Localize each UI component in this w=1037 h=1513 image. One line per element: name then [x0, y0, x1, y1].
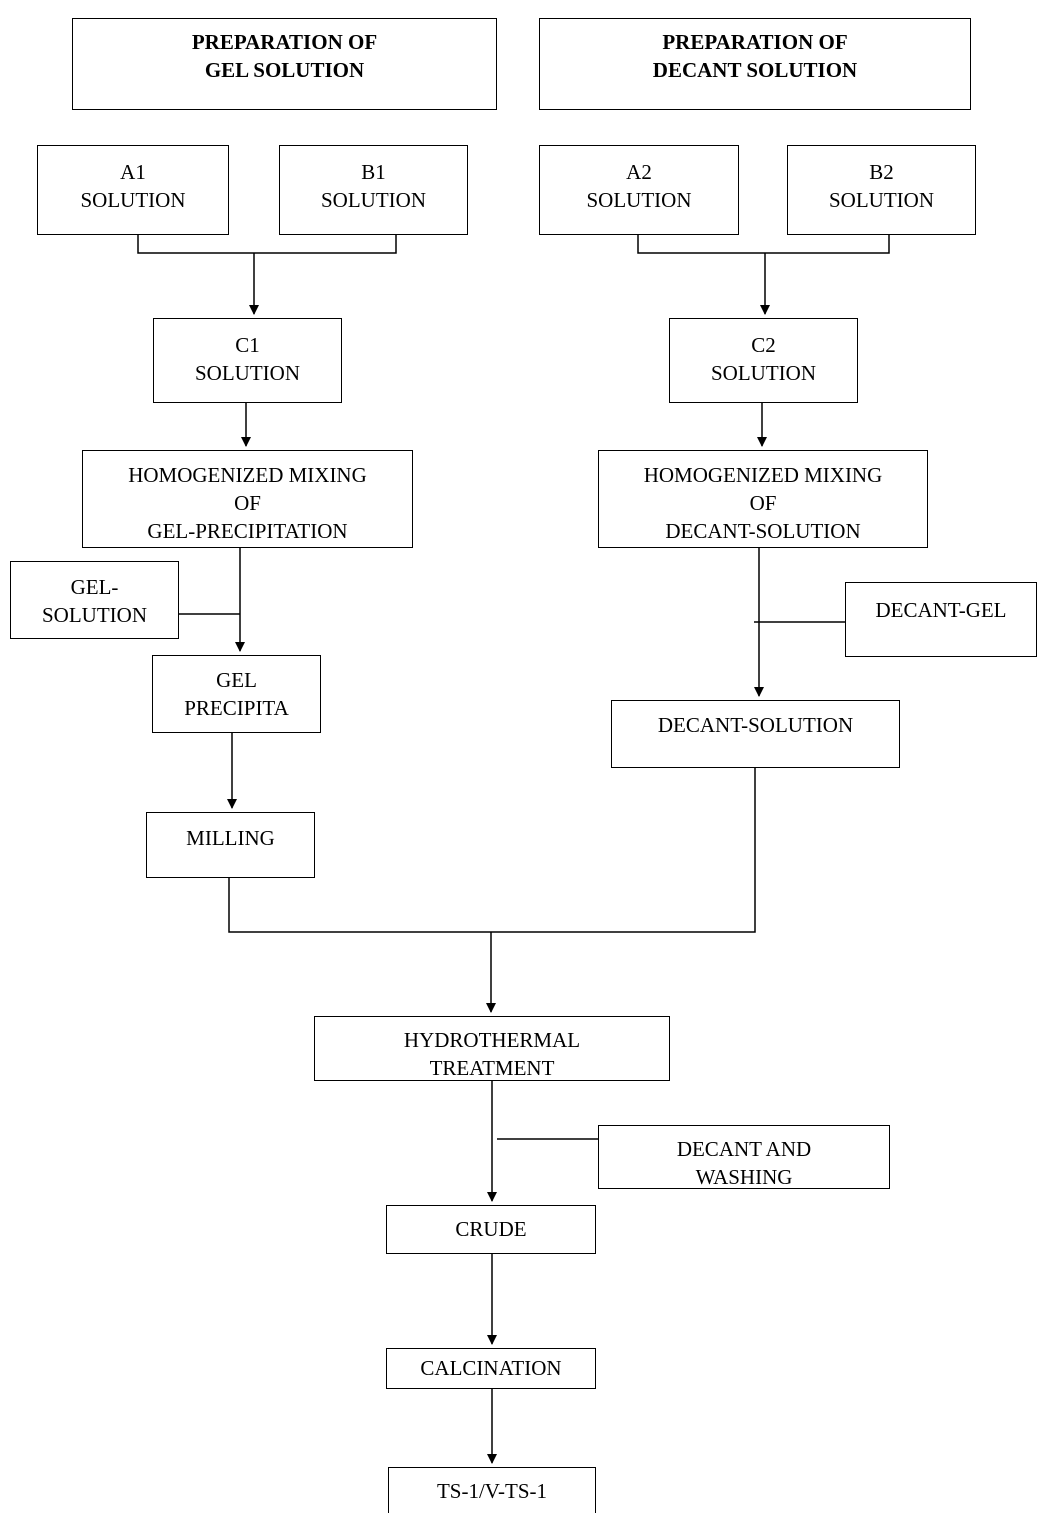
box-line: TREATMENT: [429, 1056, 555, 1080]
box-line: SOLUTION: [321, 188, 426, 212]
box-line: DECANT-GEL: [875, 598, 1007, 622]
box-line: DECANT-SOLUTION: [657, 713, 854, 737]
box-line: A1: [120, 160, 146, 184]
box-line: PREPARATION OF: [191, 30, 378, 54]
a2-solution-box: A2 SOLUTION: [539, 145, 739, 235]
box-line: SOLUTION: [195, 361, 300, 385]
box-line: CALCINATION: [420, 1356, 562, 1380]
box-line: GEL: [216, 668, 257, 692]
connector-merge: [228, 768, 756, 933]
milling-box: MILLING: [146, 812, 315, 878]
box-line: A2: [626, 160, 652, 184]
box-line: DECANT-SOLUTION: [665, 519, 861, 543]
box-line: MILLING: [186, 826, 275, 850]
box-line: PRECIPITA: [184, 696, 289, 720]
box-line: PREPARATION OF: [662, 30, 848, 54]
connector-a1-b1: [137, 235, 397, 254]
box-line: HOMOGENIZED MIXING: [128, 463, 367, 487]
crude-box: CRUDE: [386, 1205, 596, 1254]
decant-and-washing-box: DECANT AND WASHING: [598, 1125, 890, 1189]
preparation-gel-solution-box: PREPARATION OF GEL SOLUTION: [72, 18, 497, 110]
box-line: HYDROTHERMAL: [403, 1028, 581, 1052]
c1-solution-box: C1 SOLUTION: [153, 318, 342, 403]
hydrothermal-treatment-box: HYDROTHERMAL TREATMENT: [314, 1016, 670, 1081]
box-line: OF: [749, 491, 777, 515]
box-line: OF: [234, 491, 261, 515]
gel-solution-box: GEL- SOLUTION: [10, 561, 179, 639]
box-line: DECANT AND: [676, 1137, 812, 1161]
calcination-box: CALCINATION: [386, 1348, 596, 1389]
box-line: GEL-PRECIPITATION: [147, 519, 348, 543]
homogenized-mixing-gel-box: HOMOGENIZED MIXING OF GEL-PRECIPITATION: [82, 450, 413, 548]
decant-solution-box: DECANT-SOLUTION: [611, 700, 900, 768]
c2-solution-box: C2 SOLUTION: [669, 318, 858, 403]
decant-gel-box: DECANT-GEL: [845, 582, 1037, 657]
box-line: SOLUTION: [829, 188, 934, 212]
connector-a2-b2: [637, 235, 890, 254]
box-line: SOLUTION: [586, 188, 692, 212]
box-line: GEL-: [70, 575, 119, 599]
box-line: C1: [235, 333, 260, 357]
box-line: GEL SOLUTION: [204, 58, 365, 82]
product-box: TS-1/V-TS-1: [388, 1467, 596, 1513]
box-line: HOMOGENIZED MIXING: [643, 463, 883, 487]
box-line: SOLUTION: [42, 603, 147, 627]
box-line: SOLUTION: [711, 361, 816, 385]
preparation-decant-solution-box: PREPARATION OF DECANT SOLUTION: [539, 18, 971, 110]
box-line: B1: [361, 160, 386, 184]
box-line: SOLUTION: [80, 188, 186, 212]
box-line: B2: [869, 160, 894, 184]
box-line: C2: [751, 333, 776, 357]
box-line: WASHING: [695, 1165, 793, 1189]
homogenized-mixing-decant-box: HOMOGENIZED MIXING OF DECANT-SOLUTION: [598, 450, 928, 548]
b1-solution-box: B1 SOLUTION: [279, 145, 468, 235]
box-line: DECANT SOLUTION: [652, 58, 858, 82]
a1-solution-box: A1 SOLUTION: [37, 145, 229, 235]
gel-precipita-box: GEL PRECIPITA: [152, 655, 321, 733]
box-line: CRUDE: [455, 1217, 527, 1241]
box-line: TS-1/V-TS-1: [436, 1479, 548, 1503]
b2-solution-box: B2 SOLUTION: [787, 145, 976, 235]
